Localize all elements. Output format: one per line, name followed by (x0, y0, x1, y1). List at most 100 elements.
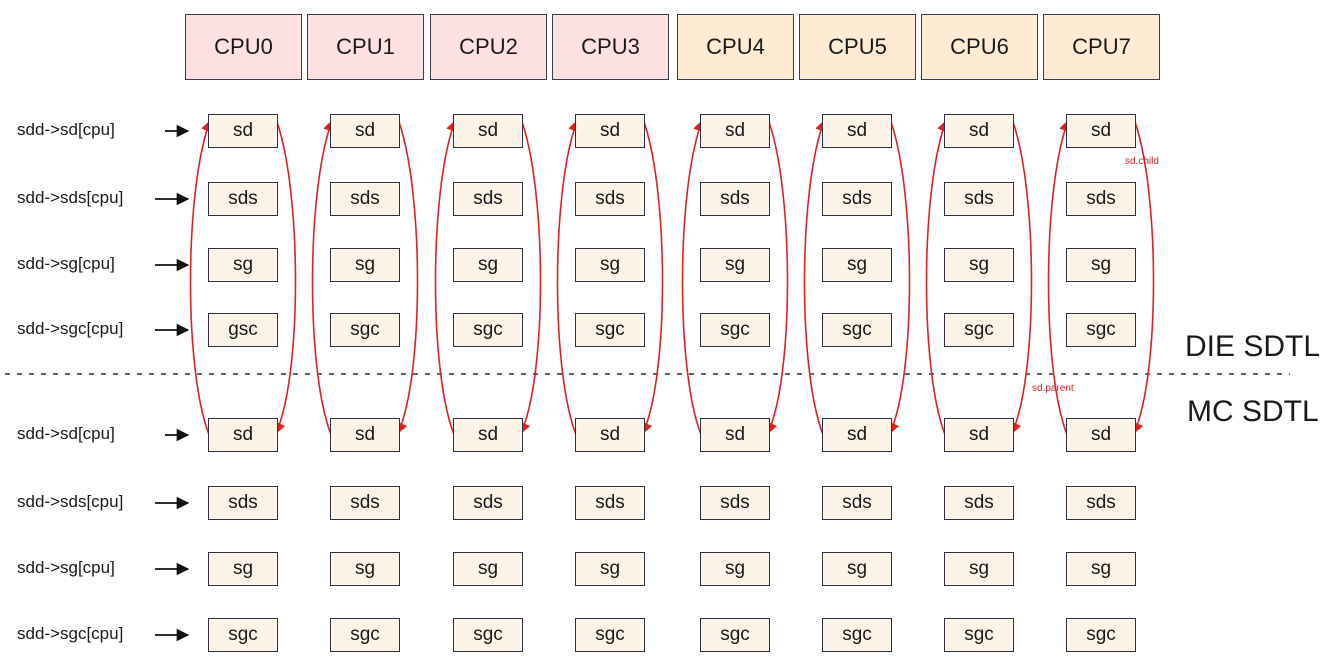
level-label-upper: DIE SDTL (1185, 330, 1321, 363)
struct-cell: sd (822, 114, 892, 148)
struct-cell: sd (1066, 114, 1136, 148)
struct-cell: sgc (944, 313, 1014, 347)
cpu-header-4: CPU4 (677, 14, 794, 80)
struct-cell: sg (453, 552, 523, 586)
struct-cell: sgc (944, 618, 1014, 652)
child-link-arrow (888, 118, 911, 435)
struct-cell: sd (700, 114, 770, 148)
child-link-arrow (766, 118, 789, 435)
struct-cell: sd (453, 418, 523, 452)
struct-cell: sgc (453, 313, 523, 347)
struct-cell: sg (822, 552, 892, 586)
cpu-header-3: CPU3 (552, 14, 669, 80)
struct-cell: sgc (575, 313, 645, 347)
struct-cell: sgc (208, 618, 278, 652)
struct-cell: sds (700, 486, 770, 520)
struct-cell: sd (453, 114, 523, 148)
struct-cell: sgc (1066, 618, 1136, 652)
row-label: sdd->sd[cpu] (17, 424, 115, 443)
struct-cell: sds (944, 486, 1014, 520)
struct-cell: sg (944, 552, 1014, 586)
struct-cell: sg (575, 248, 645, 282)
struct-cell: sds (453, 486, 523, 520)
parent-link-arrow (311, 119, 334, 438)
cpu-header-0: CPU0 (185, 14, 302, 80)
child-annotation: sd.child (1125, 156, 1159, 167)
struct-cell: sds (575, 182, 645, 216)
cpu-header-2: CPU2 (430, 14, 547, 80)
struct-cell: sd (330, 418, 400, 452)
struct-cell: sg (208, 248, 278, 282)
child-link-arrow (1132, 118, 1155, 435)
row-label: sdd->sg[cpu] (17, 254, 115, 273)
parent-link-arrow (681, 119, 704, 438)
struct-cell: sd (700, 418, 770, 452)
struct-cell: sg (330, 248, 400, 282)
parent-link-arrow (1047, 119, 1070, 438)
struct-cell: sg (453, 248, 523, 282)
struct-cell: sds (1066, 486, 1136, 520)
struct-cell: sg (208, 552, 278, 586)
row-label: sdd->sds[cpu] (17, 188, 124, 207)
struct-cell: sg (700, 248, 770, 282)
row-label: sdd->sd[cpu] (17, 120, 115, 139)
struct-cell: sgc (1066, 313, 1136, 347)
struct-cell: sds (453, 182, 523, 216)
parent-link-arrow (803, 119, 826, 438)
struct-cell: sg (700, 552, 770, 586)
struct-cell: sds (822, 486, 892, 520)
struct-cell: sgc (700, 313, 770, 347)
struct-cell: sgc (330, 313, 400, 347)
child-link-arrow (1010, 118, 1033, 435)
struct-cell: sd (944, 418, 1014, 452)
parent-link-arrow (434, 119, 457, 438)
struct-cell: sd (822, 418, 892, 452)
struct-cell: sg (1066, 248, 1136, 282)
child-link-arrow (641, 118, 664, 435)
child-link-arrow (519, 118, 542, 435)
struct-cell: sds (330, 182, 400, 216)
parent-link-arrow (925, 119, 948, 438)
parent-annotation: sd.parent (1032, 383, 1074, 394)
struct-cell: sds (208, 182, 278, 216)
struct-cell: sg (1066, 552, 1136, 586)
struct-cell: sg (822, 248, 892, 282)
row-label: sdd->sgc[cpu] (17, 319, 124, 338)
struct-cell: sgc (700, 618, 770, 652)
cpu-header-6: CPU6 (921, 14, 1038, 80)
row-label: sdd->sds[cpu] (17, 492, 124, 511)
cpu-header-7: CPU7 (1043, 14, 1160, 80)
struct-cell: sgc (330, 618, 400, 652)
struct-cell: sgc (822, 618, 892, 652)
parent-link-arrow (189, 119, 212, 438)
row-label: sdd->sgc[cpu] (17, 624, 124, 643)
struct-cell: sg (575, 552, 645, 586)
struct-cell: sds (208, 486, 278, 520)
struct-cell: sd (330, 114, 400, 148)
struct-cell: gsc (208, 313, 278, 347)
struct-cell: sds (575, 486, 645, 520)
level-label-lower: MC SDTL (1187, 395, 1319, 428)
child-link-arrow (274, 118, 297, 435)
struct-cell: sds (1066, 182, 1136, 216)
struct-cell: sds (822, 182, 892, 216)
struct-cell: sd (208, 418, 278, 452)
struct-cell: sd (575, 114, 645, 148)
struct-cell: sds (700, 182, 770, 216)
cpu-header-5: CPU5 (799, 14, 916, 80)
struct-cell: sds (330, 486, 400, 520)
struct-cell: sd (575, 418, 645, 452)
struct-cell: sgc (575, 618, 645, 652)
struct-cell: sd (944, 114, 1014, 148)
row-label: sdd->sg[cpu] (17, 558, 115, 577)
struct-cell: sd (1066, 418, 1136, 452)
struct-cell: sd (208, 114, 278, 148)
cpu-header-1: CPU1 (307, 14, 424, 80)
child-link-arrow (396, 118, 419, 435)
parent-link-arrow (556, 119, 579, 438)
struct-cell: sg (330, 552, 400, 586)
struct-cell: sgc (822, 313, 892, 347)
struct-cell: sgc (453, 618, 523, 652)
